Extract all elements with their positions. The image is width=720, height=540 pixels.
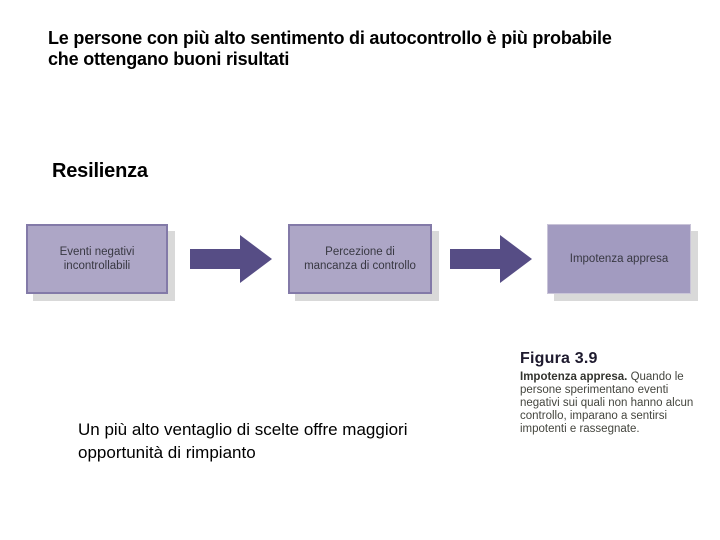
flow-box-percezione-mancanza: Percezione di mancanza di controllo <box>288 224 432 294</box>
figure-caption-body: Quando le persone sperimentano eventi ne… <box>520 371 694 435</box>
flow-box-eventi-negativi: Eventi negativi incontrollabili <box>26 224 168 294</box>
flow-box-label: Eventi negativi incontrollabili <box>59 246 135 272</box>
slide-title: Le persone con più alto sentimento di au… <box>48 28 612 69</box>
figure-heading: Figura 3.9 <box>520 350 598 367</box>
section-heading-resilienza: Resilienza <box>52 160 148 182</box>
figure-caption-title: Impotenza appresa. <box>520 371 628 383</box>
flow-box-impotenza-appresa: Impotenza appresa <box>547 224 691 294</box>
flow-box-label: Percezione di mancanza di controllo <box>304 246 416 272</box>
flow-arrow-icon <box>190 235 272 283</box>
figure-caption-block: Figura 3.9 Impotenza appresa. Quando le … <box>520 350 696 436</box>
flow-arrow-icon <box>450 235 532 283</box>
figure-caption: Impotenza appresa. Quando le persone spe… <box>520 371 696 436</box>
flow-box-label: Impotenza appresa <box>569 253 669 265</box>
slide-note: Un più alto ventaglio di scelte offre ma… <box>78 420 408 462</box>
